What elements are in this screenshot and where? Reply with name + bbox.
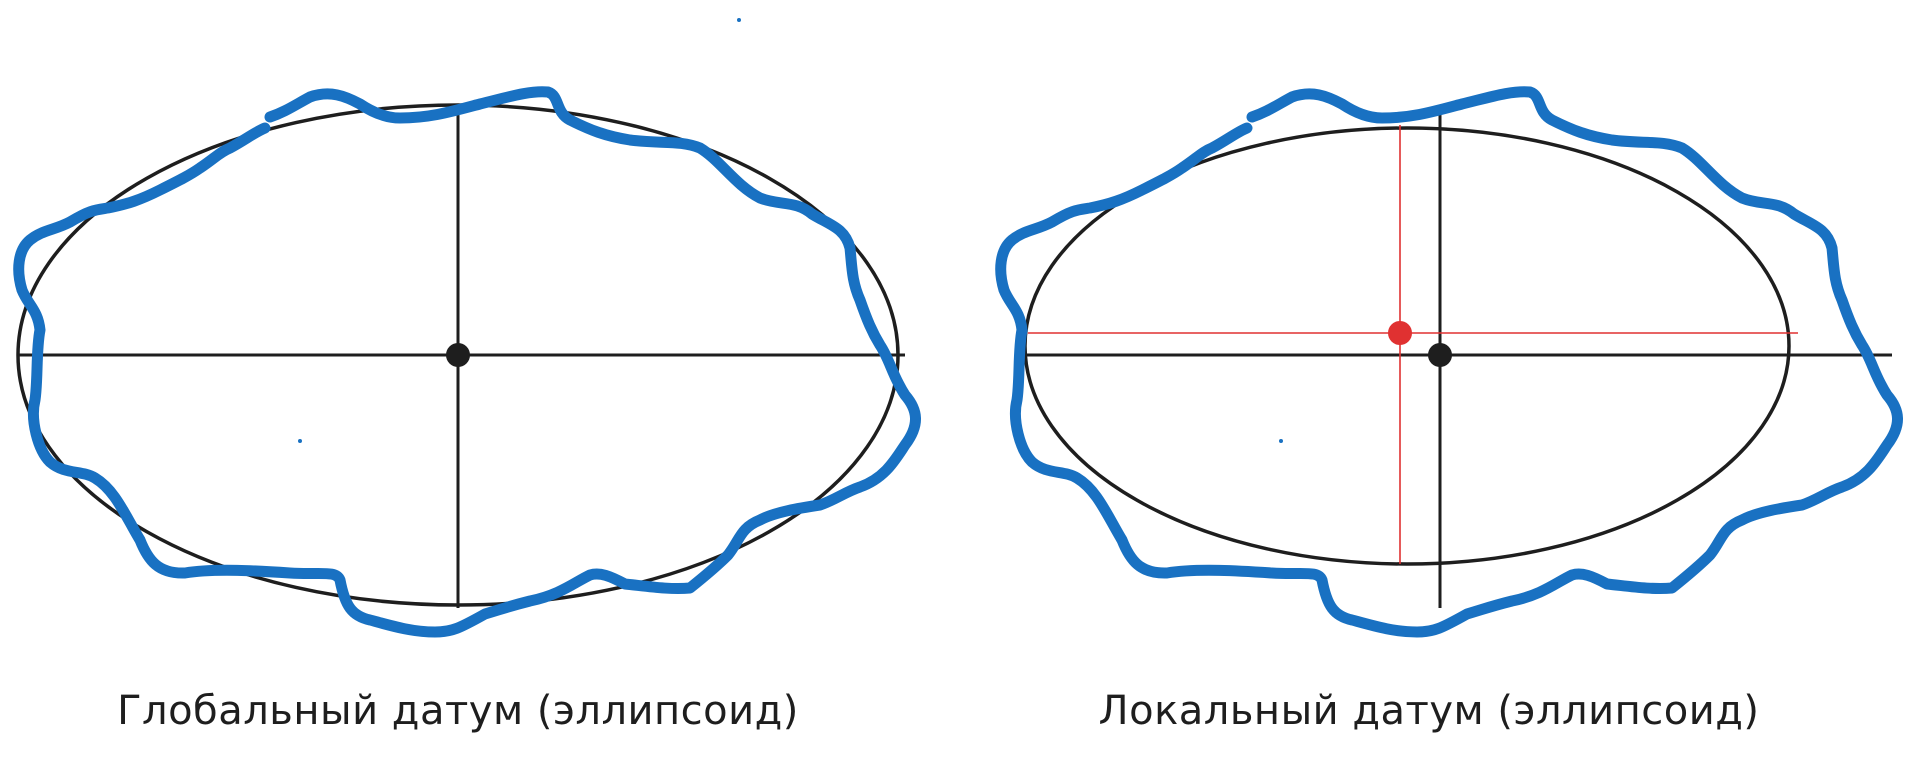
global-datum-caption: Глобальный датум (эллипсоид) [117, 688, 799, 734]
stray-dot [1279, 439, 1283, 443]
stray-dot [298, 439, 302, 443]
global-center-point [446, 343, 470, 367]
local-datum-center-point [1388, 321, 1412, 345]
local-datum-panel [995, 86, 1903, 638]
local-datum-caption: Локальный датум (эллипсоид) [1098, 688, 1760, 734]
earth-center-point [1428, 343, 1452, 367]
global-datum-panel [13, 86, 921, 638]
local-geoid-outline [995, 86, 1903, 638]
global-geoid-outline [13, 86, 921, 638]
stray-dot [737, 18, 741, 22]
